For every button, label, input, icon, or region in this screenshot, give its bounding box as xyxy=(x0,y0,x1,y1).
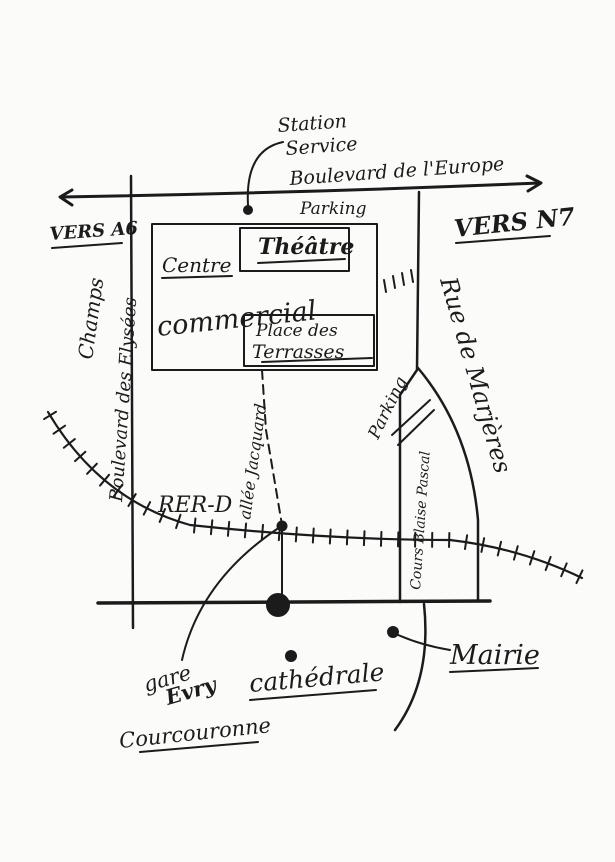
terrasses-label: Terrasses xyxy=(252,341,345,363)
rer-d-label: RER-D xyxy=(157,493,233,518)
pedestrian-hatch xyxy=(383,269,414,293)
gare-point xyxy=(276,520,288,532)
theatre-underline xyxy=(257,258,346,264)
railway-tie xyxy=(43,410,58,421)
vers-n7-underline xyxy=(455,235,551,244)
rue-marjeres-label: Rue de Marjères xyxy=(434,273,517,476)
railway-tie xyxy=(73,450,87,463)
mairie-point xyxy=(387,626,399,638)
railway-tie xyxy=(294,526,298,543)
mairie-leader xyxy=(395,633,451,651)
railway-tie xyxy=(463,534,469,551)
centre-commercial-block xyxy=(151,223,378,371)
parking-access-road xyxy=(391,399,435,446)
gare-station-marker xyxy=(266,593,290,617)
railway-ties xyxy=(43,410,584,585)
place-underline xyxy=(261,357,373,363)
railway-tie xyxy=(528,550,536,566)
vers-n7-label: VERS N7 xyxy=(453,201,577,243)
railway-tie xyxy=(52,424,67,435)
railway-tie xyxy=(142,501,152,516)
vers-a6-label: VERS A6 xyxy=(49,218,139,245)
railway-tie xyxy=(158,507,167,523)
station-service-leader xyxy=(246,141,284,206)
centre-underline xyxy=(161,275,233,279)
parking-top-label: Parking xyxy=(299,199,367,219)
railway-tie xyxy=(175,513,182,530)
mairie-road xyxy=(393,602,427,732)
cathedrale-underline xyxy=(249,689,377,701)
rer-d-railway xyxy=(46,410,584,580)
railway-tie xyxy=(260,523,264,540)
railway-tie xyxy=(192,517,197,534)
station-service-point xyxy=(243,205,253,215)
station-label: Station xyxy=(277,110,348,137)
railway-tie xyxy=(480,537,486,553)
theatre-label: Théâtre xyxy=(258,234,354,260)
railway-tie xyxy=(209,519,214,536)
boulevard-elysees-label: Boulevard des Elysées xyxy=(106,297,141,504)
centre-label: Centre xyxy=(162,253,231,277)
railway-tie xyxy=(560,562,568,578)
place-terrasses-box xyxy=(243,314,375,367)
railway-tie xyxy=(496,540,503,557)
arrow-vers-n7 xyxy=(525,174,543,193)
allee-jacquard-path xyxy=(261,369,283,526)
allee-jacquard-label: allée Jacquard xyxy=(235,402,270,520)
railway-tie xyxy=(86,462,98,475)
place-label: Place des xyxy=(255,321,338,341)
railway-tie xyxy=(512,545,519,561)
cathedrale-point xyxy=(285,650,297,662)
railway-tie xyxy=(226,520,231,537)
railway-tie xyxy=(99,473,111,487)
boulevard-elysees-road xyxy=(129,174,135,630)
rue-marjeres-road xyxy=(416,366,480,602)
railway-tie xyxy=(575,569,584,585)
cours-blaise-pascal-label: Cours Blaise Pascal xyxy=(408,451,434,591)
railway-tie xyxy=(243,522,248,539)
mairie-label: Mairie xyxy=(449,640,540,671)
vers-a6-underline xyxy=(51,242,123,249)
bottom-road xyxy=(96,599,492,605)
champs-label: Champs xyxy=(73,276,108,361)
theatre-box xyxy=(239,227,350,272)
right-road-west xyxy=(398,190,421,604)
railway-tie xyxy=(328,528,332,545)
railway-tie xyxy=(345,529,349,546)
railway-tie xyxy=(362,530,366,547)
courcouronne-underline xyxy=(139,741,259,753)
boulevard-europe-road xyxy=(60,181,542,199)
arrow-vers-a6 xyxy=(58,188,74,207)
railway-tie xyxy=(311,527,315,544)
railway-tie xyxy=(544,555,552,572)
parking-right-label: Parking xyxy=(364,374,412,444)
railway-tie xyxy=(62,438,76,449)
mairie-underline xyxy=(449,667,539,673)
gare-leader xyxy=(181,526,281,661)
railway-tie xyxy=(112,483,124,498)
service-label: Service xyxy=(285,133,358,160)
railway-tie xyxy=(127,493,137,508)
